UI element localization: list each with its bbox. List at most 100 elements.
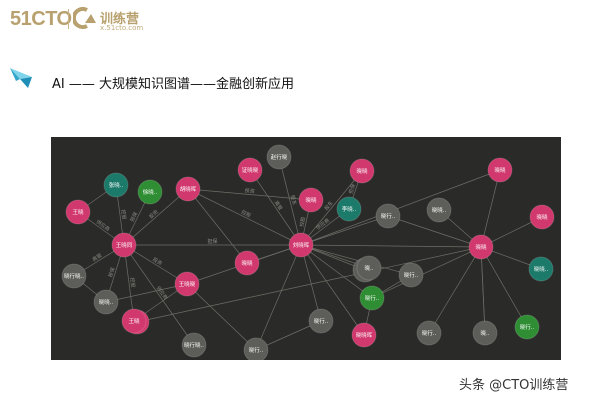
graph-node[interactable]: 晓行.. — [308, 308, 334, 334]
graph-node[interactable]: 晓晓 — [234, 250, 260, 276]
graph-node[interactable]: 晓.. — [472, 320, 498, 346]
node-label: 晓行.. — [314, 317, 329, 325]
header-bar: 51CTO 训练营 x.51cto.com — [0, 0, 601, 40]
node-circle[interactable] — [93, 289, 119, 315]
graph-node[interactable]: 王晓 — [121, 308, 147, 334]
graph-edge — [278, 156, 302, 246]
graph-node[interactable]: 晓行晓.. — [61, 263, 87, 289]
graph-edge — [136, 246, 482, 323]
graph-node[interactable]: 晓晓 — [529, 204, 555, 230]
edge-label: 投资 — [245, 187, 256, 195]
graph-node[interactable]: 王晓同 — [111, 232, 137, 258]
graph-edge — [186, 283, 257, 351]
graph-node[interactable]: 王晓晓 — [174, 271, 200, 297]
graph-node[interactable]: 晓行.. — [398, 262, 424, 288]
node-circle[interactable] — [514, 314, 540, 340]
graph-edge — [300, 244, 373, 299]
graph-node[interactable]: 晓晓 — [468, 234, 494, 260]
node-circle[interactable] — [528, 256, 554, 282]
graph-edge — [371, 246, 482, 299]
node-circle[interactable] — [336, 196, 362, 222]
node-circle[interactable] — [181, 332, 207, 358]
node-circle[interactable] — [308, 308, 334, 334]
graph-node[interactable]: 证晓晓 — [237, 157, 263, 183]
watermark: 头条 @CTO训练营 — [459, 378, 569, 393]
node-label: 晓晓 — [305, 196, 317, 204]
node-label: 王晓 — [72, 208, 84, 216]
graph-node[interactable]: 晓晓.. — [426, 197, 452, 223]
edge-label: 股东 — [289, 194, 298, 205]
knowledge-graph: 供应商控股担保投资高管供应商控股担保投资担保控股投资高管股东控股担保股东供应商 … — [51, 137, 561, 360]
graph-node[interactable]: 晓行.. — [359, 285, 385, 311]
graph-node[interactable]: 赵行晓 — [266, 144, 292, 170]
node-label: 晓行.. — [365, 294, 380, 302]
node-circle[interactable] — [175, 176, 201, 202]
node-circle[interactable] — [468, 234, 494, 260]
node-circle[interactable] — [243, 337, 269, 360]
graph-node[interactable]: 晓晓 — [487, 157, 513, 183]
node-label: 晓行.. — [249, 346, 264, 354]
graph-node[interactable]: 王晓 — [65, 199, 91, 225]
graph-edge — [300, 244, 412, 276]
graph-node[interactable]: 晓行.. — [514, 314, 540, 340]
node-label: 徐晓.. — [143, 188, 158, 196]
graph-node[interactable]: 晓晓.. — [93, 289, 119, 315]
node-circle[interactable] — [65, 199, 91, 225]
graph-node[interactable]: 李晓.. — [336, 196, 362, 222]
node-circle[interactable] — [61, 263, 87, 289]
node-circle[interactable] — [234, 250, 260, 276]
node-label: 晓晓.. — [432, 206, 447, 214]
node-circle[interactable] — [103, 172, 129, 198]
node-circle[interactable] — [266, 144, 292, 170]
node-circle[interactable] — [356, 255, 382, 281]
graph-node[interactable]: 晓晓晖 — [351, 322, 377, 348]
node-circle[interactable] — [137, 179, 163, 205]
edge-label: 控股 — [298, 216, 307, 227]
node-circle[interactable] — [288, 232, 314, 258]
node-circle[interactable] — [375, 203, 401, 229]
node-label: 李晓.. — [342, 205, 357, 213]
node-label: 晓晓 — [494, 166, 506, 174]
graph-edge — [300, 169, 501, 246]
graph-node[interactable]: 张晓.. — [103, 172, 129, 198]
node-circle[interactable] — [416, 320, 442, 346]
graph-node[interactable]: 晓晓.. — [528, 256, 554, 282]
graph-node[interactable]: 晓行.. — [416, 320, 442, 346]
graph-node[interactable]: 晓.. — [356, 255, 382, 281]
graph-edge — [187, 188, 248, 264]
cto-logo-icon — [71, 7, 96, 29]
graph-node[interactable]: 徐晓.. — [137, 179, 163, 205]
graph-edge — [300, 215, 389, 246]
edge-label: 高管 — [273, 199, 284, 211]
node-circle[interactable] — [351, 322, 377, 348]
graph-node[interactable]: 晓晓 — [298, 187, 324, 213]
node-circle[interactable] — [529, 204, 555, 230]
node-circle[interactable] — [359, 285, 385, 311]
node-label: 刘晓晖 — [293, 241, 310, 249]
node-circle[interactable] — [472, 320, 498, 346]
node-circle[interactable] — [174, 271, 200, 297]
node-label: 晓行.. — [422, 329, 437, 337]
graph-node[interactable]: 晓行.. — [375, 203, 401, 229]
graph-node[interactable]: 晓行晓.. — [181, 332, 207, 358]
graph-node[interactable]: 晓晓 — [349, 158, 375, 184]
node-circle[interactable] — [487, 157, 513, 183]
node-label: 胡晓晖 — [180, 185, 197, 193]
node-circle[interactable] — [398, 262, 424, 288]
graph-edge — [187, 188, 312, 201]
node-circle[interactable] — [349, 158, 375, 184]
graph-node[interactable]: 胡晓晖 — [175, 176, 201, 202]
node-circle[interactable] — [111, 232, 137, 258]
node-circle[interactable] — [298, 187, 324, 213]
node-label: 晓.. — [365, 264, 374, 272]
graph-node[interactable]: 晓行.. — [243, 337, 269, 360]
graph-node[interactable]: 刘晓晖 — [288, 232, 314, 258]
graph-edge — [249, 169, 302, 246]
graph-edge — [387, 215, 482, 248]
node-circle[interactable] — [121, 308, 147, 334]
node-circle[interactable] — [426, 197, 452, 223]
node-circle[interactable] — [237, 157, 263, 183]
node-label: 晓行晓.. — [184, 341, 204, 349]
logo-51cto: 51CTO — [10, 8, 72, 30]
graph-edge — [187, 188, 302, 246]
